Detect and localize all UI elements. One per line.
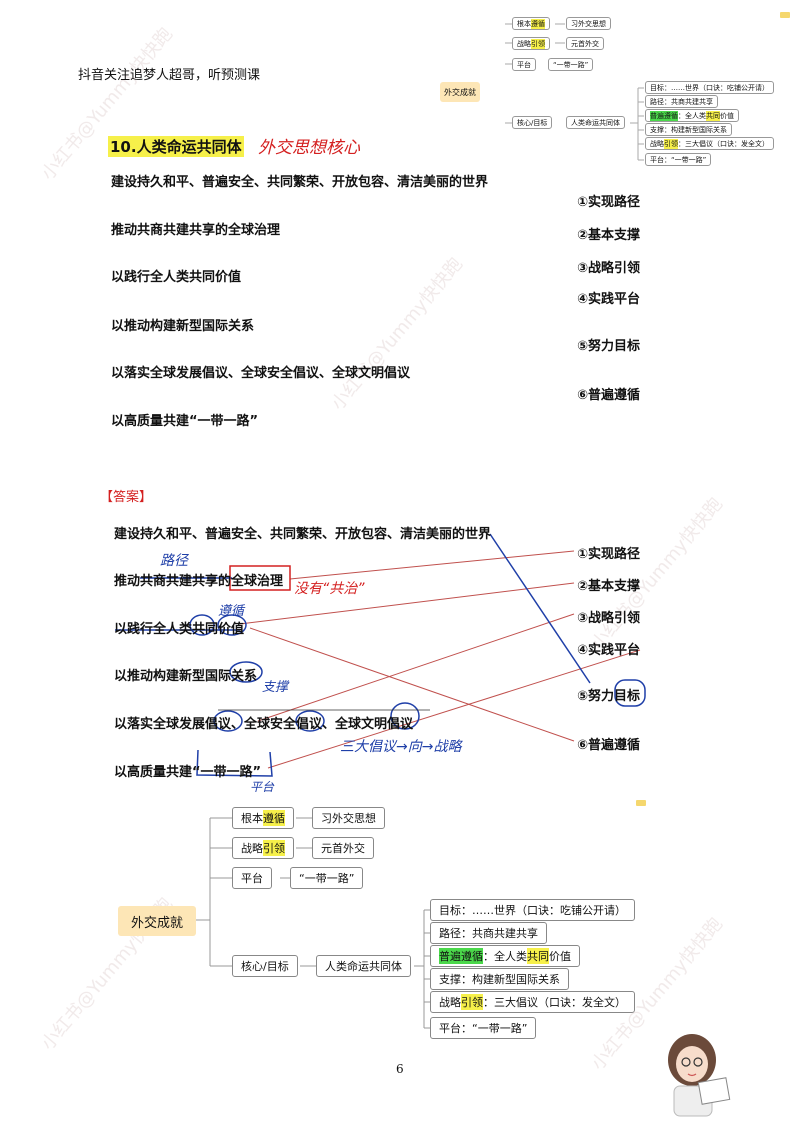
mini-branch-3: 平台: [512, 58, 536, 71]
branch-2-child: 元首外交: [312, 837, 374, 859]
handwritten-note: 外交思想核心: [258, 138, 360, 158]
question-item-3: 以践行全人类共同价值: [111, 270, 242, 285]
answer-item-3: 以践行全人类共同价值: [114, 622, 245, 637]
answer-option-4: ④实践平台: [577, 643, 641, 658]
header-note: 抖音关注追梦人超哥，听预测课: [78, 68, 261, 83]
question-item-5: 以落实全球发展倡议、全球安全倡议、全球文明倡议: [111, 366, 411, 381]
leaf-2: 路径：共商共建共享: [430, 922, 547, 944]
mini-child-3: “一带一路”: [548, 58, 594, 71]
option-1: ①实现路径: [577, 195, 641, 210]
mini-child-1: 习外交思想: [566, 17, 611, 30]
mindmap-lines: [196, 817, 430, 1029]
answer-option-3: ③战略引领: [577, 611, 641, 626]
branch-1: 根本遵循: [232, 807, 294, 829]
branch-3-child: “一带一路”: [290, 867, 364, 889]
option-5: ⑤努力目标: [577, 339, 641, 354]
cartoon-girl-icon: [668, 1034, 731, 1117]
mini-leaf-4: 支撑：构建新型国际关系: [645, 123, 732, 136]
leaf-4: 支撑：构建新型国际关系: [430, 968, 569, 990]
watermark: 小红书@Yummy快快跑: [327, 253, 467, 415]
note-follow: 遵循: [218, 604, 245, 619]
option-2: ②基本支撑: [577, 228, 641, 243]
note-platform: 平台: [250, 780, 275, 794]
sticker-mark: [780, 12, 790, 18]
answer-item-6: 以高质量共建“一带一路”: [114, 765, 262, 780]
question-item-4: 以推动构建新型国际关系: [111, 319, 255, 334]
branch-1-child: 习外交思想: [312, 807, 385, 829]
mindmap-root: 外交成就: [118, 906, 196, 936]
leaf-1: 目标：……世界（口诀：吃铺公开请）: [430, 899, 635, 921]
mini-child-4: 人类命运共同体: [566, 116, 625, 129]
branch-4-child: 人类命运共同体: [316, 955, 411, 977]
watermark: 小红书@Yummy快快跑: [37, 23, 177, 185]
answer-option-1: ①实现路径: [577, 547, 641, 562]
leaf-5: 战略引领：三大倡议（口诀：发全文）: [430, 991, 635, 1013]
note-support: 支撑: [262, 680, 289, 695]
question-item-2: 推动共商共建共享的全球治理: [111, 223, 281, 238]
branch-2: 战略引领: [232, 837, 294, 859]
option-4: ④实践平台: [577, 292, 641, 307]
sticker-mark: [636, 800, 646, 806]
mini-leaf-5: 战略引领：三大倡议（口诀：发全文）: [645, 137, 774, 150]
leaf-3: 普遍遵循：全人类共同价值: [430, 945, 580, 967]
note-path: 路径: [160, 553, 188, 569]
question-item-6: 以高质量共建“一带一路”: [111, 414, 259, 429]
mini-mindmap-lines: [505, 23, 644, 161]
section-title: 10.人类命运共同体: [108, 136, 244, 157]
branch-3: 平台: [232, 867, 272, 889]
mini-leaf-3: 普遍遵循：全人类共同价值: [645, 109, 739, 122]
note-three-initiatives: 三大倡议→向→战略: [340, 739, 462, 755]
note-not-gongzhi: 没有“共治”: [294, 581, 365, 597]
mini-branch-2: 战略引领: [512, 37, 550, 50]
mini-child-2: 元首外交: [566, 37, 604, 50]
answer-item-1: 建设持久和平、普遍安全、共同繁荣、开放包容、清洁美丽的世界: [114, 527, 492, 542]
mini-leaf-1: 目标：……世界（口诀：吃铺公开请）: [645, 81, 774, 94]
answer-option-6: ⑥普遍遵循: [577, 738, 641, 753]
question-item-1: 建设持久和平、普遍安全、共同繁荣、开放包容、清洁美丽的世界: [111, 175, 489, 190]
mini-leaf-6: 平台：“一带一路”: [645, 153, 712, 166]
avatar: [660, 1030, 732, 1120]
option-3: ③战略引领: [577, 261, 641, 276]
leaf-6: 平台：“一带一路”: [430, 1017, 537, 1039]
answer-item-4: 以推动构建新型国际关系: [114, 669, 258, 684]
mini-branch-4: 核心/目标: [512, 116, 553, 129]
answer-lines: [115, 533, 646, 777]
page-number: 6: [396, 1062, 404, 1076]
answer-item-2: 推动共商共建共享的全球治理: [114, 574, 284, 589]
answer-option-2: ②基本支撑: [577, 579, 641, 594]
answer-option-5: ⑤努力目标: [577, 689, 641, 704]
answer-label: 【答案】: [100, 490, 153, 505]
mini-branch-1: 根本遵循: [512, 17, 550, 30]
answer-item-5: 以落实全球发展倡议、全球安全倡议、全球文明倡议: [114, 717, 414, 732]
branch-4: 核心/目标: [232, 955, 298, 977]
mini-root: 外交成就: [440, 82, 480, 102]
option-6: ⑥普遍遵循: [577, 388, 641, 403]
mini-leaf-2: 路径：共商共建共享: [645, 95, 718, 108]
